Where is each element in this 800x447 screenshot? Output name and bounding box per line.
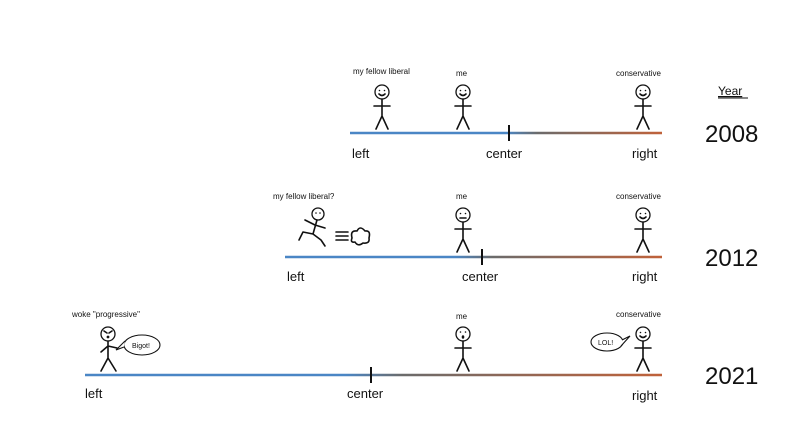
year-label: 2008 — [705, 121, 758, 148]
dust-cloud-icon — [335, 227, 371, 246]
me-caption: me — [456, 312, 468, 321]
conservative-bubble-text: LOL! — [598, 340, 613, 347]
me-stick-figure-icon — [454, 84, 472, 130]
me-caption: me — [456, 192, 468, 201]
running-liberal-icon — [298, 207, 326, 247]
row-2008: left center right 2008 my fellow liberal… — [350, 67, 758, 161]
progressive-caption: woke "progressive" — [71, 310, 140, 319]
me-stick-figure-icon — [454, 326, 472, 372]
conservative-stick-figure-icon — [634, 326, 652, 372]
right-label: right — [632, 388, 658, 403]
year-label: 2021 — [705, 363, 758, 390]
right-label: right — [632, 146, 658, 161]
row-2021: left center right 2021 woke "progressive… — [71, 310, 758, 403]
progressive-bubble-text: Bigot! — [132, 343, 150, 350]
right-label: right — [632, 269, 658, 284]
conservative-caption: conservative — [616, 310, 661, 319]
year-header: Year — [718, 84, 742, 98]
speech-bubble-icon: Bigot! — [115, 334, 161, 356]
conservative-stick-figure-icon — [634, 84, 652, 130]
left-label: left — [287, 269, 305, 284]
liberal-caption: my fellow liberal? — [273, 192, 335, 201]
liberal-caption: my fellow liberal — [353, 67, 410, 76]
center-label: center — [486, 146, 523, 161]
conservative-caption: conservative — [616, 192, 661, 201]
progressive-stick-figure-icon — [100, 326, 118, 372]
center-label: center — [462, 269, 499, 284]
conservative-caption: conservative — [616, 69, 661, 78]
conservative-stick-figure-icon — [634, 207, 652, 253]
speech-bubble-icon: LOL! — [590, 332, 631, 352]
left-label: left — [352, 146, 370, 161]
me-stick-figure-icon — [454, 207, 472, 253]
center-label: center — [347, 386, 384, 401]
left-label: left — [85, 386, 103, 401]
liberal-stick-figure-icon — [373, 84, 391, 130]
year-label: 2012 — [705, 245, 758, 272]
row-2012: left center right 2012 my fellow liberal… — [273, 192, 758, 284]
me-caption: me — [456, 69, 468, 78]
